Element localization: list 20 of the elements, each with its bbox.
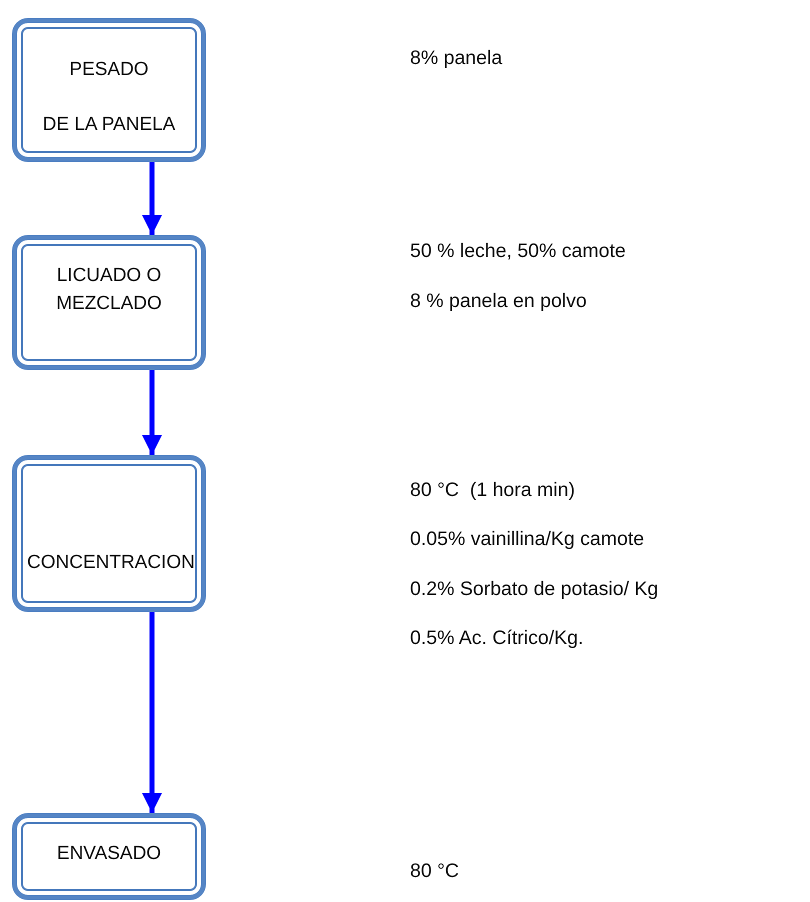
step-label: LICUADO O MEZCLADO — [55, 264, 163, 316]
step-label: CONCENTRACION — [27, 551, 191, 575]
arrow — [142, 370, 162, 455]
arrow — [142, 612, 162, 813]
parameter-note: 8% panela — [410, 47, 502, 70]
step-label: ENVASADO — [56, 842, 162, 866]
arrow — [142, 162, 162, 235]
parameter-note: 0.2% Sorbato de potasio/ Kg — [410, 578, 658, 601]
step-label: DE LA PANELA — [42, 113, 176, 137]
parameter-note: 80 °C (1 hora min) — [410, 479, 575, 502]
process-box — [12, 18, 206, 162]
process-box — [12, 455, 206, 612]
parameter-note: 0.5% Ac. Cítrico/Kg. — [410, 627, 584, 650]
parameter-note: 80 °C — [410, 860, 459, 883]
step-label: PESADO — [68, 58, 150, 82]
parameter-note: 8 % panela en polvo — [410, 290, 587, 313]
parameter-note: 0.05% vainillina/Kg camote — [410, 528, 644, 551]
process-box — [12, 235, 206, 370]
parameter-note: 50 % leche, 50% camote — [410, 240, 626, 263]
process-box — [12, 813, 206, 900]
